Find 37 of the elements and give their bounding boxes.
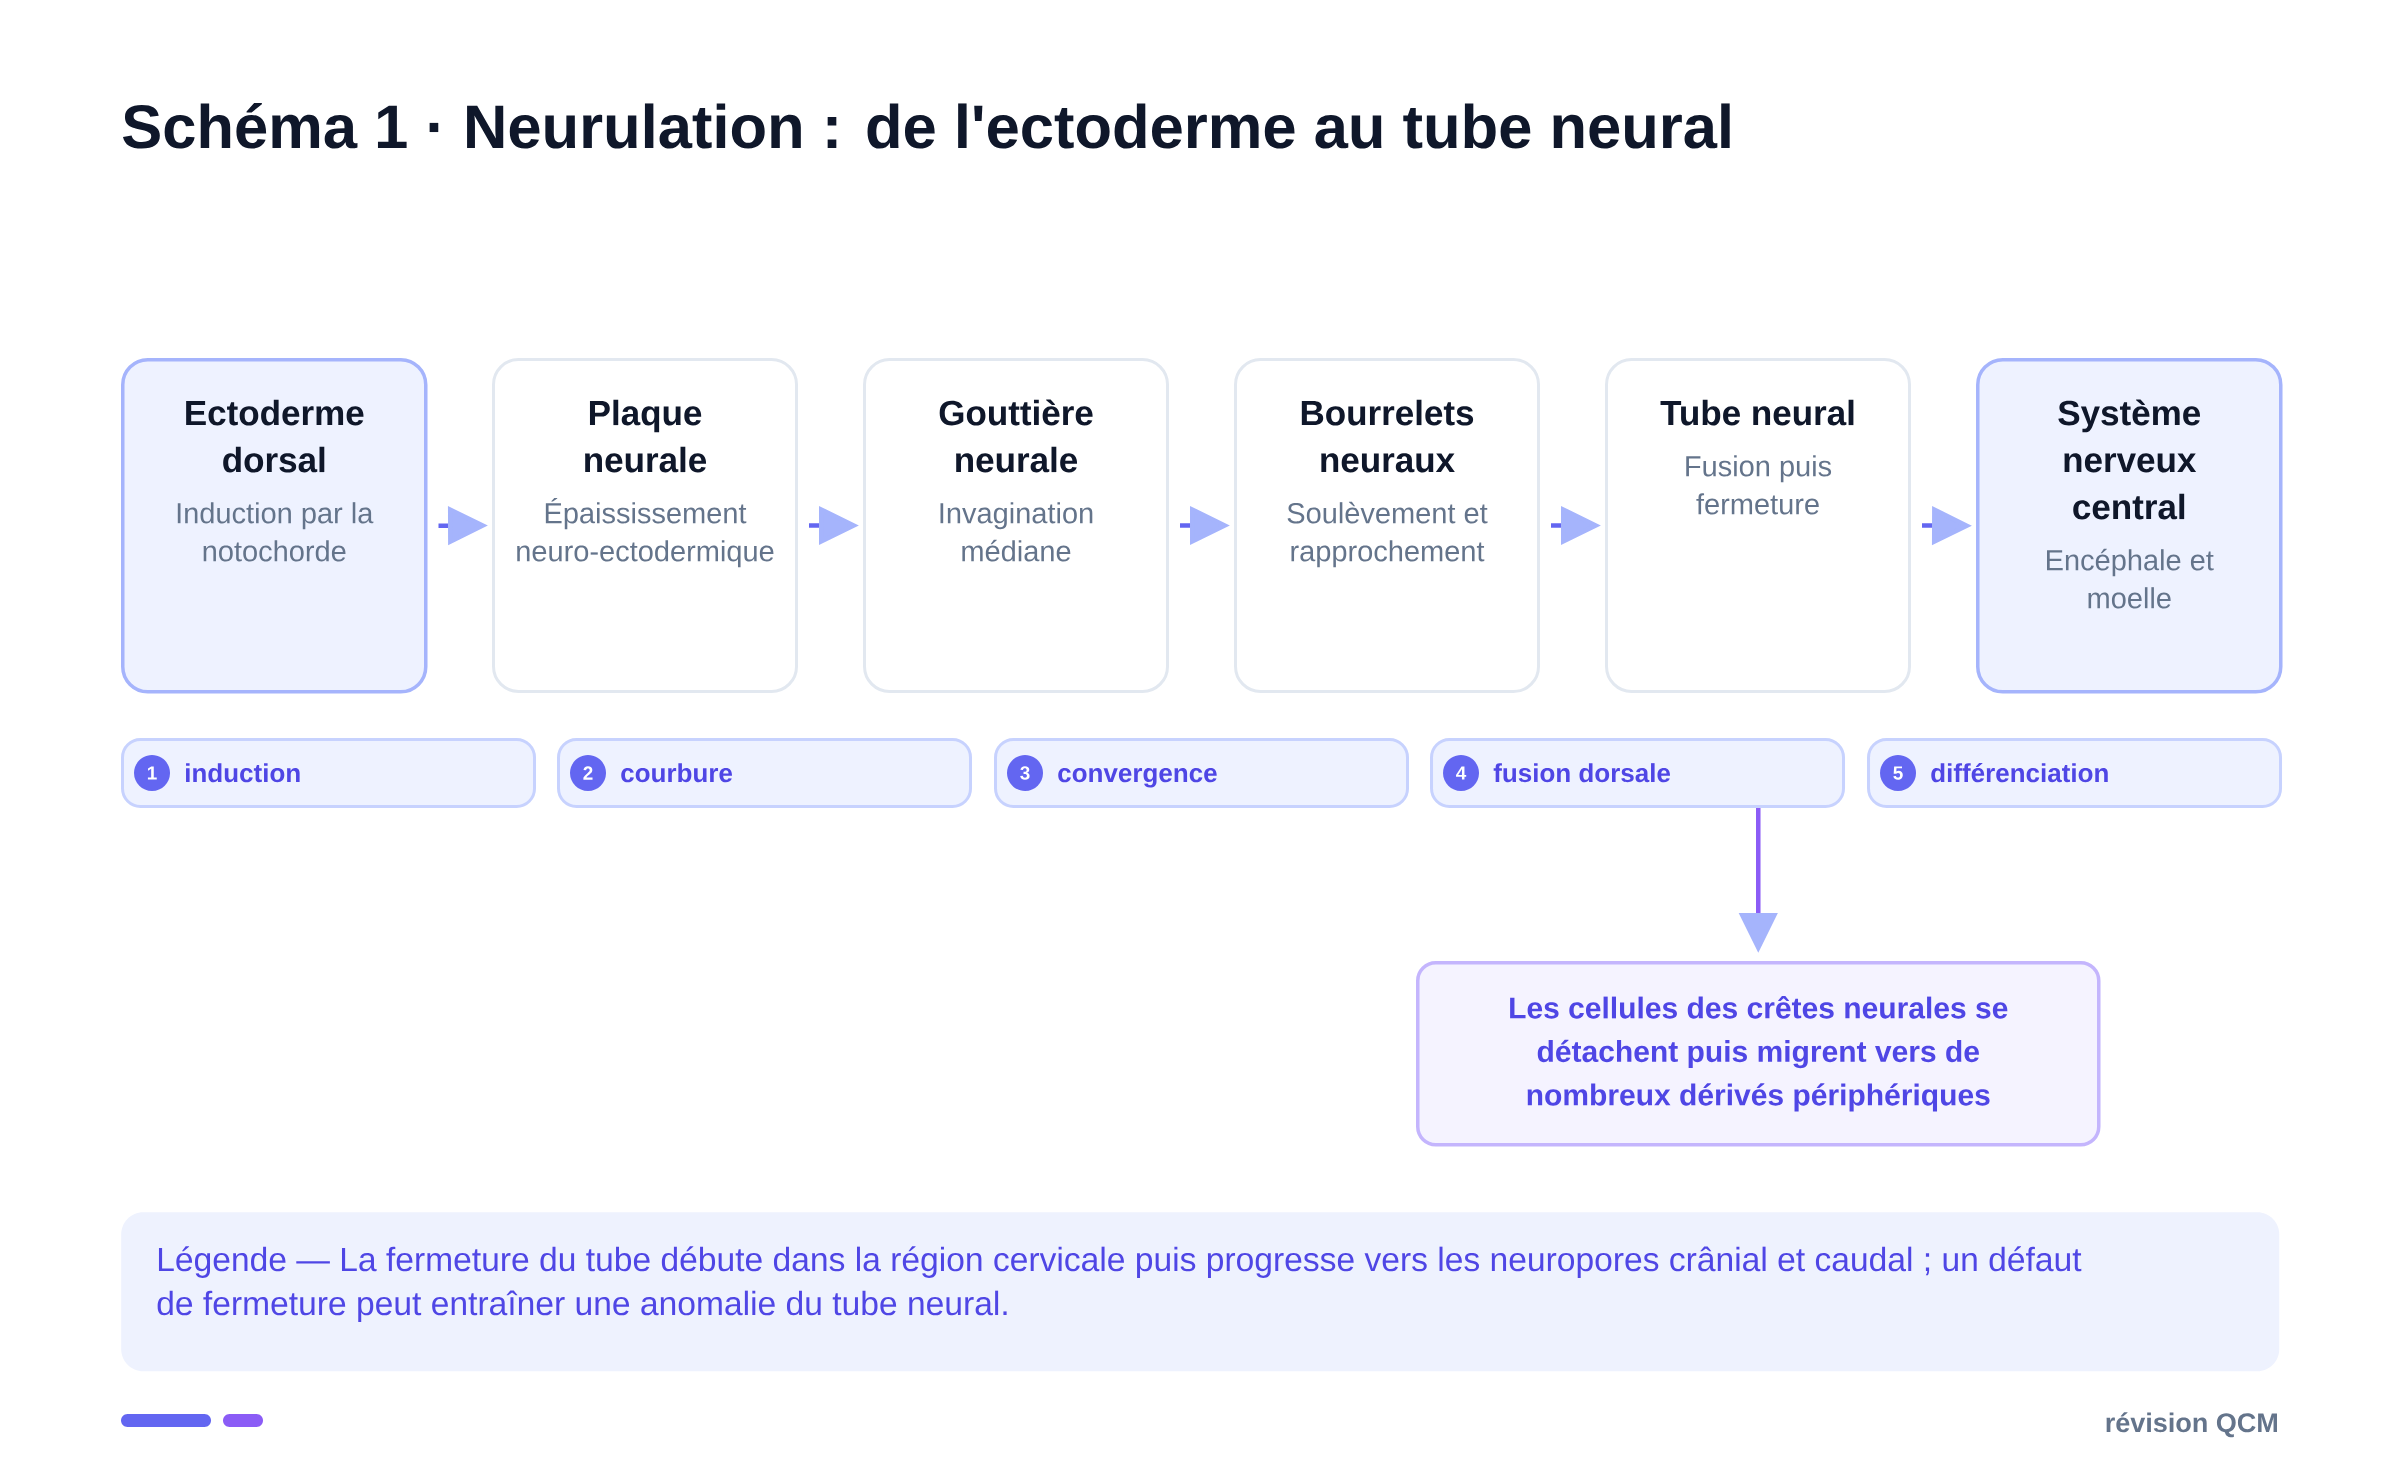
number-badge: 5	[1880, 755, 1916, 791]
number-badge: 3	[1007, 755, 1043, 791]
title: Schéma 1 · Neurulation : de l'ectoderme au tube neural	[123, 102, 1730, 149]
step-title: Système nerveux central	[2058, 399, 2201, 520]
number-badge: 2	[570, 755, 606, 791]
stage-pill	[1867, 738, 2282, 808]
step-description: Épaississement neuro-ectodermique	[517, 498, 774, 568]
stage-pill	[1430, 738, 1845, 808]
stage-label: fusion dorsale	[1493, 763, 1670, 783]
step-title: Plaque neurale	[585, 399, 707, 473]
step-description: Encéphale et moelle	[2047, 548, 2214, 609]
step-box	[1234, 358, 1540, 693]
step-description: Soulèvement et rapprochement	[1287, 501, 1488, 568]
step-box	[492, 358, 798, 693]
number-badge: 1	[134, 755, 170, 791]
note-box: Légende — La fermeture du tube débute dans la région cervicale puis progresse vers les neuropores crânial et caudal ; un défaut de fermeture peut entraîner une anomalie du tube neural.	[121, 1212, 2280, 1372]
stage-label: induction	[186, 763, 300, 783]
footer-text: révision QCM	[2106, 1412, 2277, 1438]
step-title: Tube neural	[1660, 399, 1854, 426]
stage-pill	[994, 738, 1409, 808]
step-box	[1605, 358, 1911, 693]
step-title: Ectoderme dorsal	[186, 399, 364, 473]
step-description: Induction par la notochorde	[177, 502, 374, 562]
stage-pill	[557, 738, 972, 808]
step-box	[1976, 358, 2283, 694]
stage-label: différenciation	[1931, 762, 2108, 783]
stage-label: convergence	[1058, 768, 1217, 788]
step-box	[121, 358, 428, 694]
step-description: Invagination médiane	[940, 502, 1093, 562]
number-badge: 4	[1443, 755, 1479, 791]
stage-pill	[121, 738, 536, 808]
step-title: Bourrelets neuraux	[1301, 399, 1474, 473]
callout-box: Les cellules des crêtes neurales se détachent puis migrent vers de nombreux dérivés périphériques	[1416, 961, 2101, 1147]
step-box	[863, 358, 1169, 693]
stage-label: courbure	[621, 763, 732, 783]
step-description: Fusion puis fermeture	[1686, 455, 1832, 515]
step-title: Gouttière neurale	[939, 399, 1093, 473]
